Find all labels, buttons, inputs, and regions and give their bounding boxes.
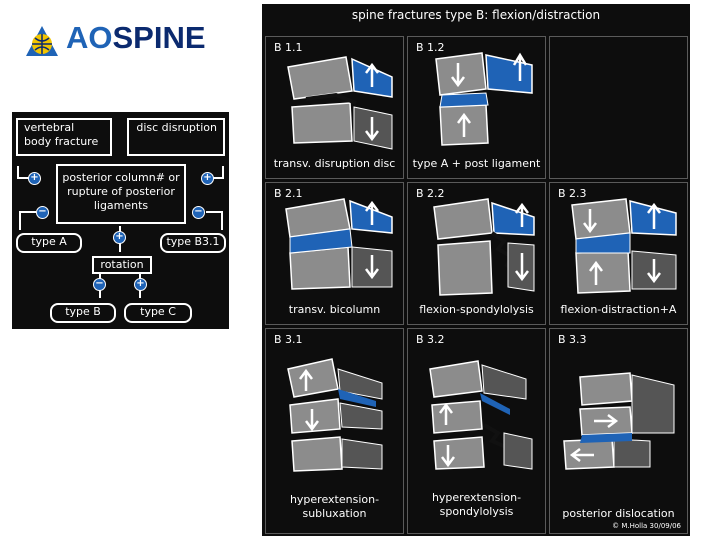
cell-b22: B 2.2 flexion-spondylolysis <box>407 182 546 325</box>
b11-illustration <box>287 56 393 150</box>
classification-flowchart: vertebral body fracture disc disruption … <box>12 112 229 329</box>
b21-illustration <box>285 198 393 290</box>
cell-b33-code: B 3.3 <box>558 333 587 346</box>
cell-b12: B 1.2 type A + post ligament <box>407 36 546 179</box>
type-c-pill: type C <box>124 303 192 323</box>
cell-b11-caption: transv. disruption disc <box>273 157 396 170</box>
cell-b22-code: B 2.2 <box>416 187 445 200</box>
cell-b12-code: B 1.2 <box>416 41 445 54</box>
cell-b23-caption: flexion-distraction+A <box>560 303 677 316</box>
logo-suffix: SPINE <box>112 20 206 55</box>
disc-disruption-box: disc disruption <box>127 118 225 156</box>
cell-b21-caption: transv. bicolumn <box>288 303 381 316</box>
b33-illustration <box>563 372 675 470</box>
plus-node-center: + <box>113 231 126 244</box>
rotation-box: rotation <box>92 256 152 274</box>
logo-prefix: AO <box>66 20 113 55</box>
plus-node-rotation: + <box>134 278 147 291</box>
type-a-pill: type A <box>16 233 82 253</box>
cell-b32-code: B 3.2 <box>416 333 445 346</box>
posterior-column-box: posterior column# or rupture of posterio… <box>56 164 186 224</box>
cell-b12-caption: type A + post ligament <box>412 157 541 170</box>
minus-node-right: − <box>192 206 205 219</box>
b23-illustration <box>571 198 677 294</box>
cell-empty <box>549 36 688 179</box>
fracture-types-panel: spine fractures type B: flexion/distract… <box>262 4 690 536</box>
type-b-pill: type B <box>50 303 116 323</box>
b22-illustration <box>433 198 535 296</box>
cell-b33: B 3.3 posterior dislocation © M.Holla 30… <box>549 328 688 534</box>
cell-b22-caption: flexion-spondylolysis <box>419 303 534 316</box>
cell-b33-caption: posterior dislocation <box>562 507 675 520</box>
cell-b11: B 1.1 transv. disruption disc <box>265 36 404 179</box>
cell-b32: B 3.2 hyperextension- spondylolysis <box>407 328 546 534</box>
logo-text: AOSPINE <box>66 18 206 58</box>
plus-node-right: + <box>201 172 214 185</box>
b12-illustration <box>435 52 533 146</box>
cell-b23-code: B 2.3 <box>558 187 587 200</box>
b32-illustration <box>429 360 533 470</box>
cell-b23: B 2.3 flexion-distraction+A <box>549 182 688 325</box>
cell-b21-code: B 2.1 <box>274 187 303 200</box>
credit-text: © M.Holla 30/09/06 <box>612 522 681 530</box>
cell-b31-code: B 3.1 <box>274 333 303 346</box>
aospine-logo <box>22 20 222 60</box>
vertebral-body-fracture-box: vertebral body fracture <box>16 118 112 156</box>
type-b31-pill: type B3.1 <box>160 233 226 253</box>
cell-b31-caption: hyperextension- subluxation <box>289 493 380 520</box>
cell-b31: B 3.1 hyperextension- subluxation <box>265 328 404 534</box>
cell-b11-code: B 1.1 <box>274 41 303 54</box>
minus-node-rotation: − <box>93 278 106 291</box>
globe-icon <box>26 26 58 56</box>
plus-node-left: + <box>28 172 41 185</box>
panel-title: spine fractures type B: flexion/distract… <box>351 8 601 22</box>
b31-illustration <box>287 358 383 472</box>
minus-node-left: − <box>36 206 49 219</box>
cell-b32-caption: hyperextension- spondylolysis <box>431 491 522 518</box>
cell-b21: B 2.1 transv. bicolumn <box>265 182 404 325</box>
